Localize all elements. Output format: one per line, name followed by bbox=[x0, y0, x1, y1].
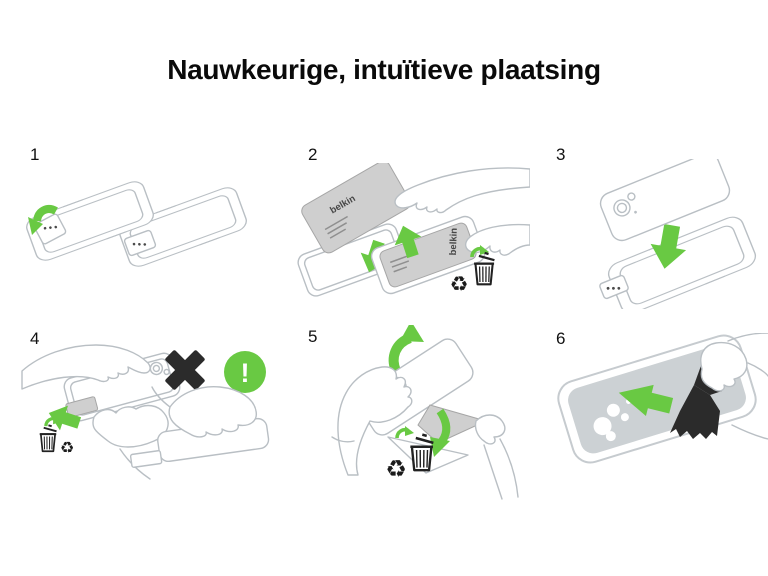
step-3-illustration bbox=[599, 159, 757, 309]
arm-line bbox=[747, 362, 768, 377]
step-1-illustration bbox=[26, 181, 247, 267]
arrow-left-icon bbox=[618, 384, 674, 416]
tray-flap-dots bbox=[33, 213, 67, 245]
hand-outline bbox=[394, 167, 530, 214]
curve-arrow-down-icon bbox=[430, 408, 451, 457]
hand-outline bbox=[168, 386, 257, 438]
toss-arrow-icon bbox=[395, 424, 416, 440]
recycle-icon: ♻ bbox=[60, 438, 74, 457]
step-6-illustration bbox=[557, 333, 768, 464]
trash-icon bbox=[409, 433, 435, 472]
curve-arrow-up-icon bbox=[388, 325, 424, 373]
arm-line bbox=[151, 386, 171, 408]
arm-line bbox=[499, 438, 519, 498]
pull-tab bbox=[65, 396, 99, 418]
step-2-illustration: belkin belkin bbox=[297, 163, 530, 297]
tray-flap-dots bbox=[599, 274, 629, 300]
bubbles bbox=[593, 398, 631, 442]
step-3: 3 bbox=[552, 143, 768, 315]
hand-outline bbox=[474, 414, 506, 445]
step-5: 5 bbox=[290, 325, 530, 505]
cuff-line bbox=[331, 436, 355, 443]
step-1-number: 1 bbox=[30, 145, 40, 164]
warning-icon: ! bbox=[224, 351, 266, 393]
arrow-up-icon bbox=[394, 225, 422, 259]
step-4: 4 ♻ bbox=[20, 327, 270, 487]
phone-outline: belkin bbox=[370, 215, 486, 295]
step-5-illustration: ♻ bbox=[331, 325, 519, 500]
peel-curve-arrow-icon bbox=[28, 205, 58, 235]
film-brand-label: belkin bbox=[448, 228, 460, 256]
tray-flap-dots bbox=[123, 229, 157, 257]
step-4-illustration: ♻ ! bbox=[21, 344, 270, 480]
trash-icon bbox=[38, 424, 58, 453]
page-title: Nauwkeurige, intuïtieve plaatsing bbox=[167, 54, 601, 85]
step-5-number: 5 bbox=[308, 327, 318, 346]
hand-outline bbox=[92, 404, 169, 448]
x-mark-icon bbox=[165, 350, 205, 390]
step-2-number: 2 bbox=[308, 145, 318, 164]
hand-outline bbox=[21, 344, 151, 390]
step-6-number: 6 bbox=[556, 329, 566, 348]
hand-outline bbox=[337, 366, 413, 476]
liner-film: belkin bbox=[301, 163, 411, 254]
arm-line bbox=[483, 444, 503, 500]
phone-back-camera bbox=[599, 159, 731, 242]
recycle-icon: ♻ bbox=[450, 272, 469, 296]
arm-line bbox=[731, 424, 768, 440]
arm-line bbox=[727, 333, 768, 342]
recycle-icon: ♻ bbox=[385, 455, 407, 483]
step-2: 2 belkin bbox=[290, 143, 530, 318]
step-6: 6 bbox=[552, 327, 768, 477]
step-3-number: 3 bbox=[556, 145, 566, 164]
step-1: 1 bbox=[20, 143, 270, 308]
warning-exclamation: ! bbox=[241, 358, 250, 388]
arrow-down-icon bbox=[650, 223, 687, 269]
hand-outline bbox=[700, 341, 748, 392]
step-4-number: 4 bbox=[30, 329, 40, 348]
arrow-left-icon bbox=[48, 405, 82, 431]
